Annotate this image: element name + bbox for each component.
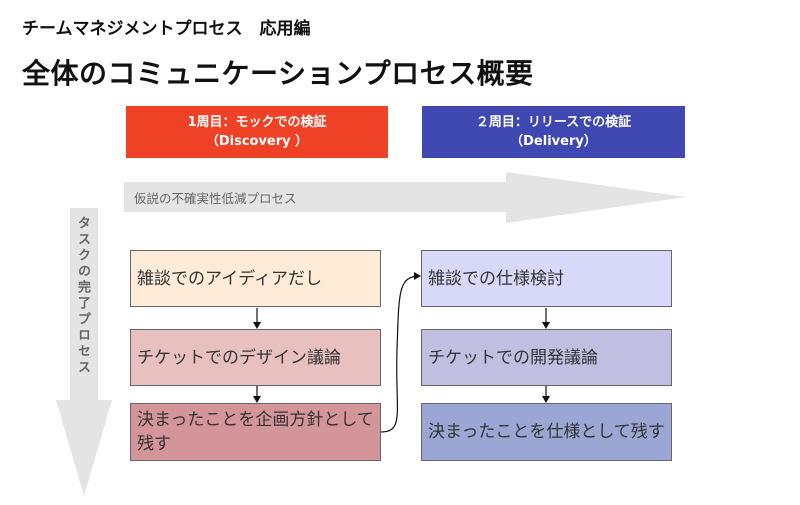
completion-arrow-label: タスクの完了プロセス bbox=[75, 216, 90, 376]
step-plan-record: 決まったことを企画方針として残す bbox=[130, 403, 381, 461]
page-subtitle: チームマネジメントプロセス 応用編 bbox=[22, 19, 311, 39]
loop-arrow bbox=[380, 272, 421, 433]
step-dev-ticket: チケットでの開発議論 bbox=[421, 329, 672, 386]
step-spec-chat-text: 雑談での仕様検討 bbox=[428, 268, 564, 289]
step-plan-record-text: 決まったことを企画方針として残す bbox=[137, 410, 374, 454]
uncertainty-arrow-label: 仮説の不確実性低減プロセス bbox=[134, 191, 297, 206]
phase-2-header: ２周目：リリースでの検証 （Delivery） bbox=[422, 106, 685, 158]
page-title: 全体のコミュニケーションプロセス概要 bbox=[22, 57, 534, 90]
step-spec-chat: 雑談での仕様検討 bbox=[421, 250, 672, 307]
uncertainty-arrow bbox=[124, 172, 686, 223]
completion-arrow bbox=[56, 208, 112, 496]
step-idea-chat: 雑談でのアイディアだし bbox=[130, 250, 381, 307]
phase-1-title: 1周目：モックでの検証 bbox=[187, 115, 327, 130]
step-design-ticket-text: チケットでのデザイン議論 bbox=[137, 347, 341, 368]
step-dev-ticket-text: チケットでの開発議論 bbox=[428, 347, 598, 368]
phase-1-header: 1周目：モックでの検証 （Discovery ） bbox=[126, 106, 388, 158]
step-design-ticket: チケットでのデザイン議論 bbox=[130, 329, 381, 386]
step-spec-record: 決まったことを仕様として残す bbox=[421, 403, 672, 461]
phase-2-title: ２周目：リリースでの検証 bbox=[475, 115, 632, 130]
step-spec-record-text: 決まったことを仕様として残す bbox=[428, 422, 665, 442]
phase-2-subtitle: （Delivery） bbox=[510, 134, 597, 149]
phase-1-subtitle: （Discovery ） bbox=[205, 134, 309, 149]
step-idea-chat-text: 雑談でのアイディアだし bbox=[137, 268, 322, 289]
